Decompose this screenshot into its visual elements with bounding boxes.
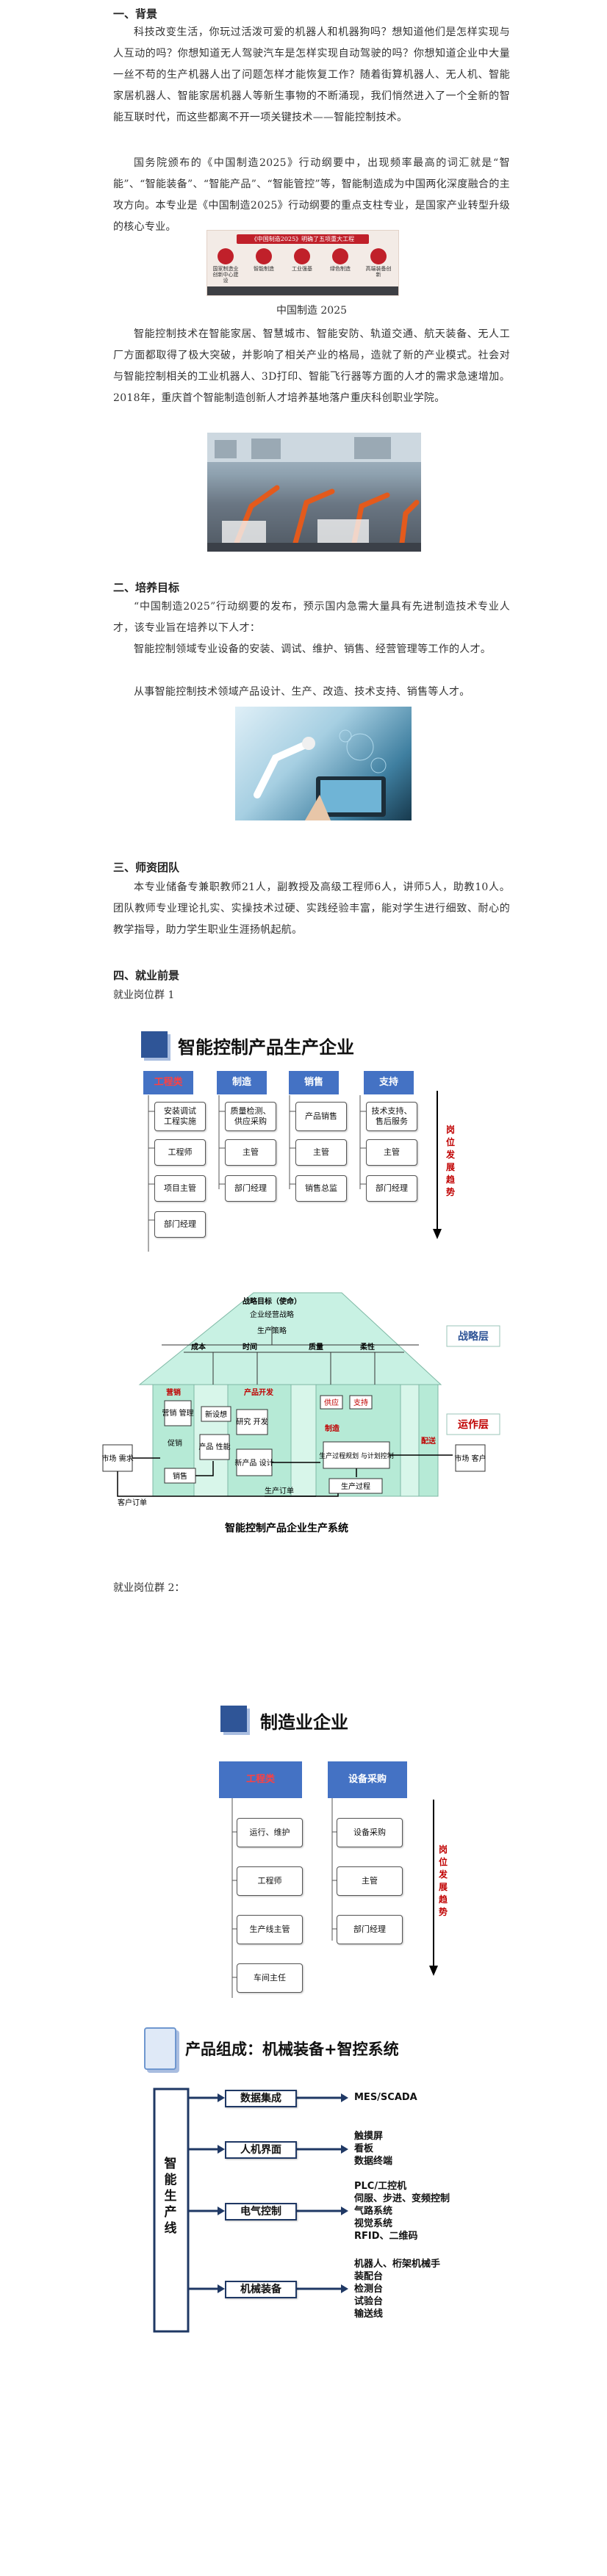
- job-group-1-label: 就业岗位群 1: [113, 989, 175, 1001]
- product-desc: MES/SCADA: [354, 2092, 417, 2103]
- background-paragraph-2: 国务院颁布的《中国制造2025》行动纲要中，出现频率最高的词汇就是“智能”、“智…: [113, 157, 510, 233]
- svg-text:质量: 质量: [309, 1342, 323, 1352]
- org2-title-square-icon: [220, 1706, 247, 1732]
- svg-text:新设想: 新设想: [205, 1410, 227, 1419]
- svg-text:促销: 促销: [168, 1438, 182, 1448]
- org1-job-box: 产品销售: [295, 1102, 347, 1131]
- made-in-china-2025-banner: 《中国制造2025》明确了五项重大工程 国家制造业创新中心建设 智能制造 工业强…: [206, 230, 399, 296]
- product-row-label: 数据集成: [225, 2090, 297, 2107]
- org2-head-procurement: 设备采购: [328, 1761, 407, 1798]
- org2-job-box: 运行、维护: [237, 1818, 303, 1847]
- svg-text:时间: 时间: [243, 1342, 257, 1352]
- product-row-label: 机械装备: [225, 2281, 297, 2298]
- org1-job-box: 主管: [366, 1139, 417, 1166]
- org1-job-box: 主管: [225, 1139, 276, 1166]
- operational-layer-label: 运作层: [458, 1418, 489, 1431]
- org2-job-box: 部门经理: [337, 1915, 403, 1944]
- org1-head-sales: 销售: [289, 1071, 339, 1094]
- banner-item-icon: 绿色制造: [326, 247, 354, 275]
- section-heading-background: 一、背景: [113, 7, 158, 21]
- org1-job-box: 销售总监: [295, 1175, 347, 1202]
- product-title-square-icon: [144, 2027, 176, 2070]
- product-title: 产品组成：机械装备+智控系统: [185, 2041, 399, 2058]
- svg-text:客户订单: 客户订单: [118, 1498, 147, 1507]
- org2-job-box: 设备采购: [337, 1818, 403, 1847]
- section-heading-goals: 二、培养目标: [113, 581, 180, 594]
- svg-text:成本: 成本: [191, 1342, 206, 1352]
- team-paragraph: 本专业储备专兼职教师21人，副教授及高级工程师6人，讲师5人，助教10人。团队教…: [113, 881, 510, 936]
- org1-job-box: 安装调试 工程实施: [154, 1102, 206, 1131]
- product-row-label: 人机界面: [225, 2141, 297, 2159]
- background-paragraph-3: 智能控制技术在智能家居、智慧城市、智能安防、轨道交通、航天装备、无人工厂方面都取…: [113, 328, 510, 404]
- svg-text:供应: 供应: [324, 1398, 339, 1407]
- factory-robot-photo: [207, 433, 421, 552]
- org1-job-box: 主管: [295, 1139, 347, 1166]
- org1-connectors: [148, 1091, 442, 1252]
- svg-text:柔性: 柔性: [359, 1342, 375, 1352]
- banner-item-icon: 智能制造: [250, 247, 278, 275]
- org2-connectors: [231, 1797, 438, 1998]
- job-group-2-label: 就业岗位群 2：: [113, 1582, 185, 1594]
- org1-title: 智能控制产品生产企业: [178, 1037, 354, 1058]
- svg-text:制造: 制造: [325, 1424, 340, 1433]
- svg-text:生产过程: 生产过程: [341, 1482, 370, 1491]
- svg-text:新产品 设计: 新产品 设计: [234, 1458, 273, 1468]
- org1-head-support: 支持: [364, 1071, 414, 1094]
- org1-job-box: 部门经理: [225, 1175, 276, 1202]
- banner-item-icon: 国家制造业创新中心建设: [212, 247, 240, 284]
- product-row-label: 电气控制: [225, 2203, 297, 2220]
- strategic-layer-label: 战略层: [458, 1330, 489, 1343]
- system-top-label: 战略目标（使命）: [243, 1296, 301, 1306]
- svg-text:生产过程规划 与计划控制: 生产过程规划 与计划控制: [319, 1451, 394, 1460]
- svg-text:研究 开发: 研究 开发: [236, 1417, 267, 1426]
- product-connectors: [153, 2088, 348, 2333]
- production-system-caption: 智能控制产品企业生产系统: [224, 1522, 348, 1534]
- production-system-diagram: 战略目标（使命） 企业经营战略 生产策略 成本 时间 质量 柔性 营销 产品开发…: [101, 1292, 500, 1534]
- system-top2-label: 企业经营战略: [250, 1310, 294, 1319]
- org1-job-box: 部门经理: [366, 1175, 417, 1202]
- product-vertical-label: 智能生产线: [164, 2157, 177, 2236]
- section-heading-employment: 四、就业前景: [113, 969, 180, 982]
- svg-text:配送: 配送: [421, 1436, 437, 1446]
- org1-title-square-icon: [141, 1031, 168, 1058]
- org1-job-box: 项目主管: [154, 1175, 206, 1202]
- org1-job-box: 部门经理: [154, 1211, 206, 1238]
- svg-text:生产订单: 生产订单: [265, 1486, 294, 1496]
- product-desc-group: 触摸屏看板数据终端: [354, 2131, 393, 2167]
- svg-text:市场 客户: 市场 客户: [454, 1454, 486, 1463]
- product-desc-group: 机器人、桁架机械手装配台检测台试验台输送线: [354, 2259, 441, 2320]
- banner-caption: 中国制造 2025: [276, 305, 348, 317]
- banner-title: 《中国制造2025》明确了五项重大工程: [237, 234, 369, 244]
- svg-text:营销: 营销: [166, 1388, 181, 1397]
- org1-trend-label: 岗位发展趋势: [445, 1125, 455, 1197]
- org1-job-box: 技术支持、 售后服务: [366, 1102, 417, 1131]
- banner-item-icon: 工业强基: [288, 247, 316, 275]
- org1-job-box: 质量检测、 供应采购: [225, 1102, 276, 1131]
- goals-paragraph-1: “中国制造2025”行动纲要的发布，预示国内急需大量具有先进制造技术专业人才，该…: [113, 601, 510, 634]
- background-paragraph-1: 科技改变生活，你玩过活泼可爱的机器人和机器狗吗？想知道他们是怎样实现与人互动的吗…: [113, 26, 510, 123]
- org1-head-engineering: 工程类: [143, 1071, 193, 1094]
- org2-trend-label: 岗位发展趋势: [438, 1844, 448, 1917]
- svg-text:产品开发: 产品开发: [244, 1388, 274, 1397]
- org2-title: 制造业企业: [260, 1712, 348, 1733]
- svg-text:支持: 支持: [353, 1398, 368, 1407]
- goals-paragraph-2: 智能控制领域专业设备的安装、调试、维护、销售、经营管理等工作的人才。: [134, 643, 492, 655]
- org2-job-box: 工程师: [237, 1866, 303, 1896]
- svg-text:产品 性能: 产品 性能: [198, 1442, 230, 1451]
- org2-head-engineering: 工程类: [219, 1761, 302, 1798]
- goals-paragraph-3: 从事智能控制技术领域产品设计、生产、改造、技术支持、销售等人才。: [134, 686, 470, 698]
- svg-text:市场 需求: 市场 需求: [101, 1454, 133, 1463]
- robot-arm-tablet-photo: [235, 707, 412, 820]
- org1-job-box: 工程师: [154, 1139, 206, 1166]
- system-strategy-label: 生产策略: [257, 1326, 287, 1335]
- svg-text:销售: 销售: [173, 1471, 187, 1481]
- org2-job-box: 车间主任: [237, 1963, 303, 1993]
- org2-job-box: 生产线主管: [237, 1915, 303, 1944]
- org1-head-manufacturing: 制造: [217, 1071, 267, 1094]
- svg-text:营销 管理: 营销 管理: [162, 1408, 193, 1418]
- banner-item-icon: 高端装备创新: [364, 247, 392, 278]
- section-heading-team: 三、师资团队: [113, 861, 180, 874]
- org2-job-box: 主管: [337, 1866, 403, 1896]
